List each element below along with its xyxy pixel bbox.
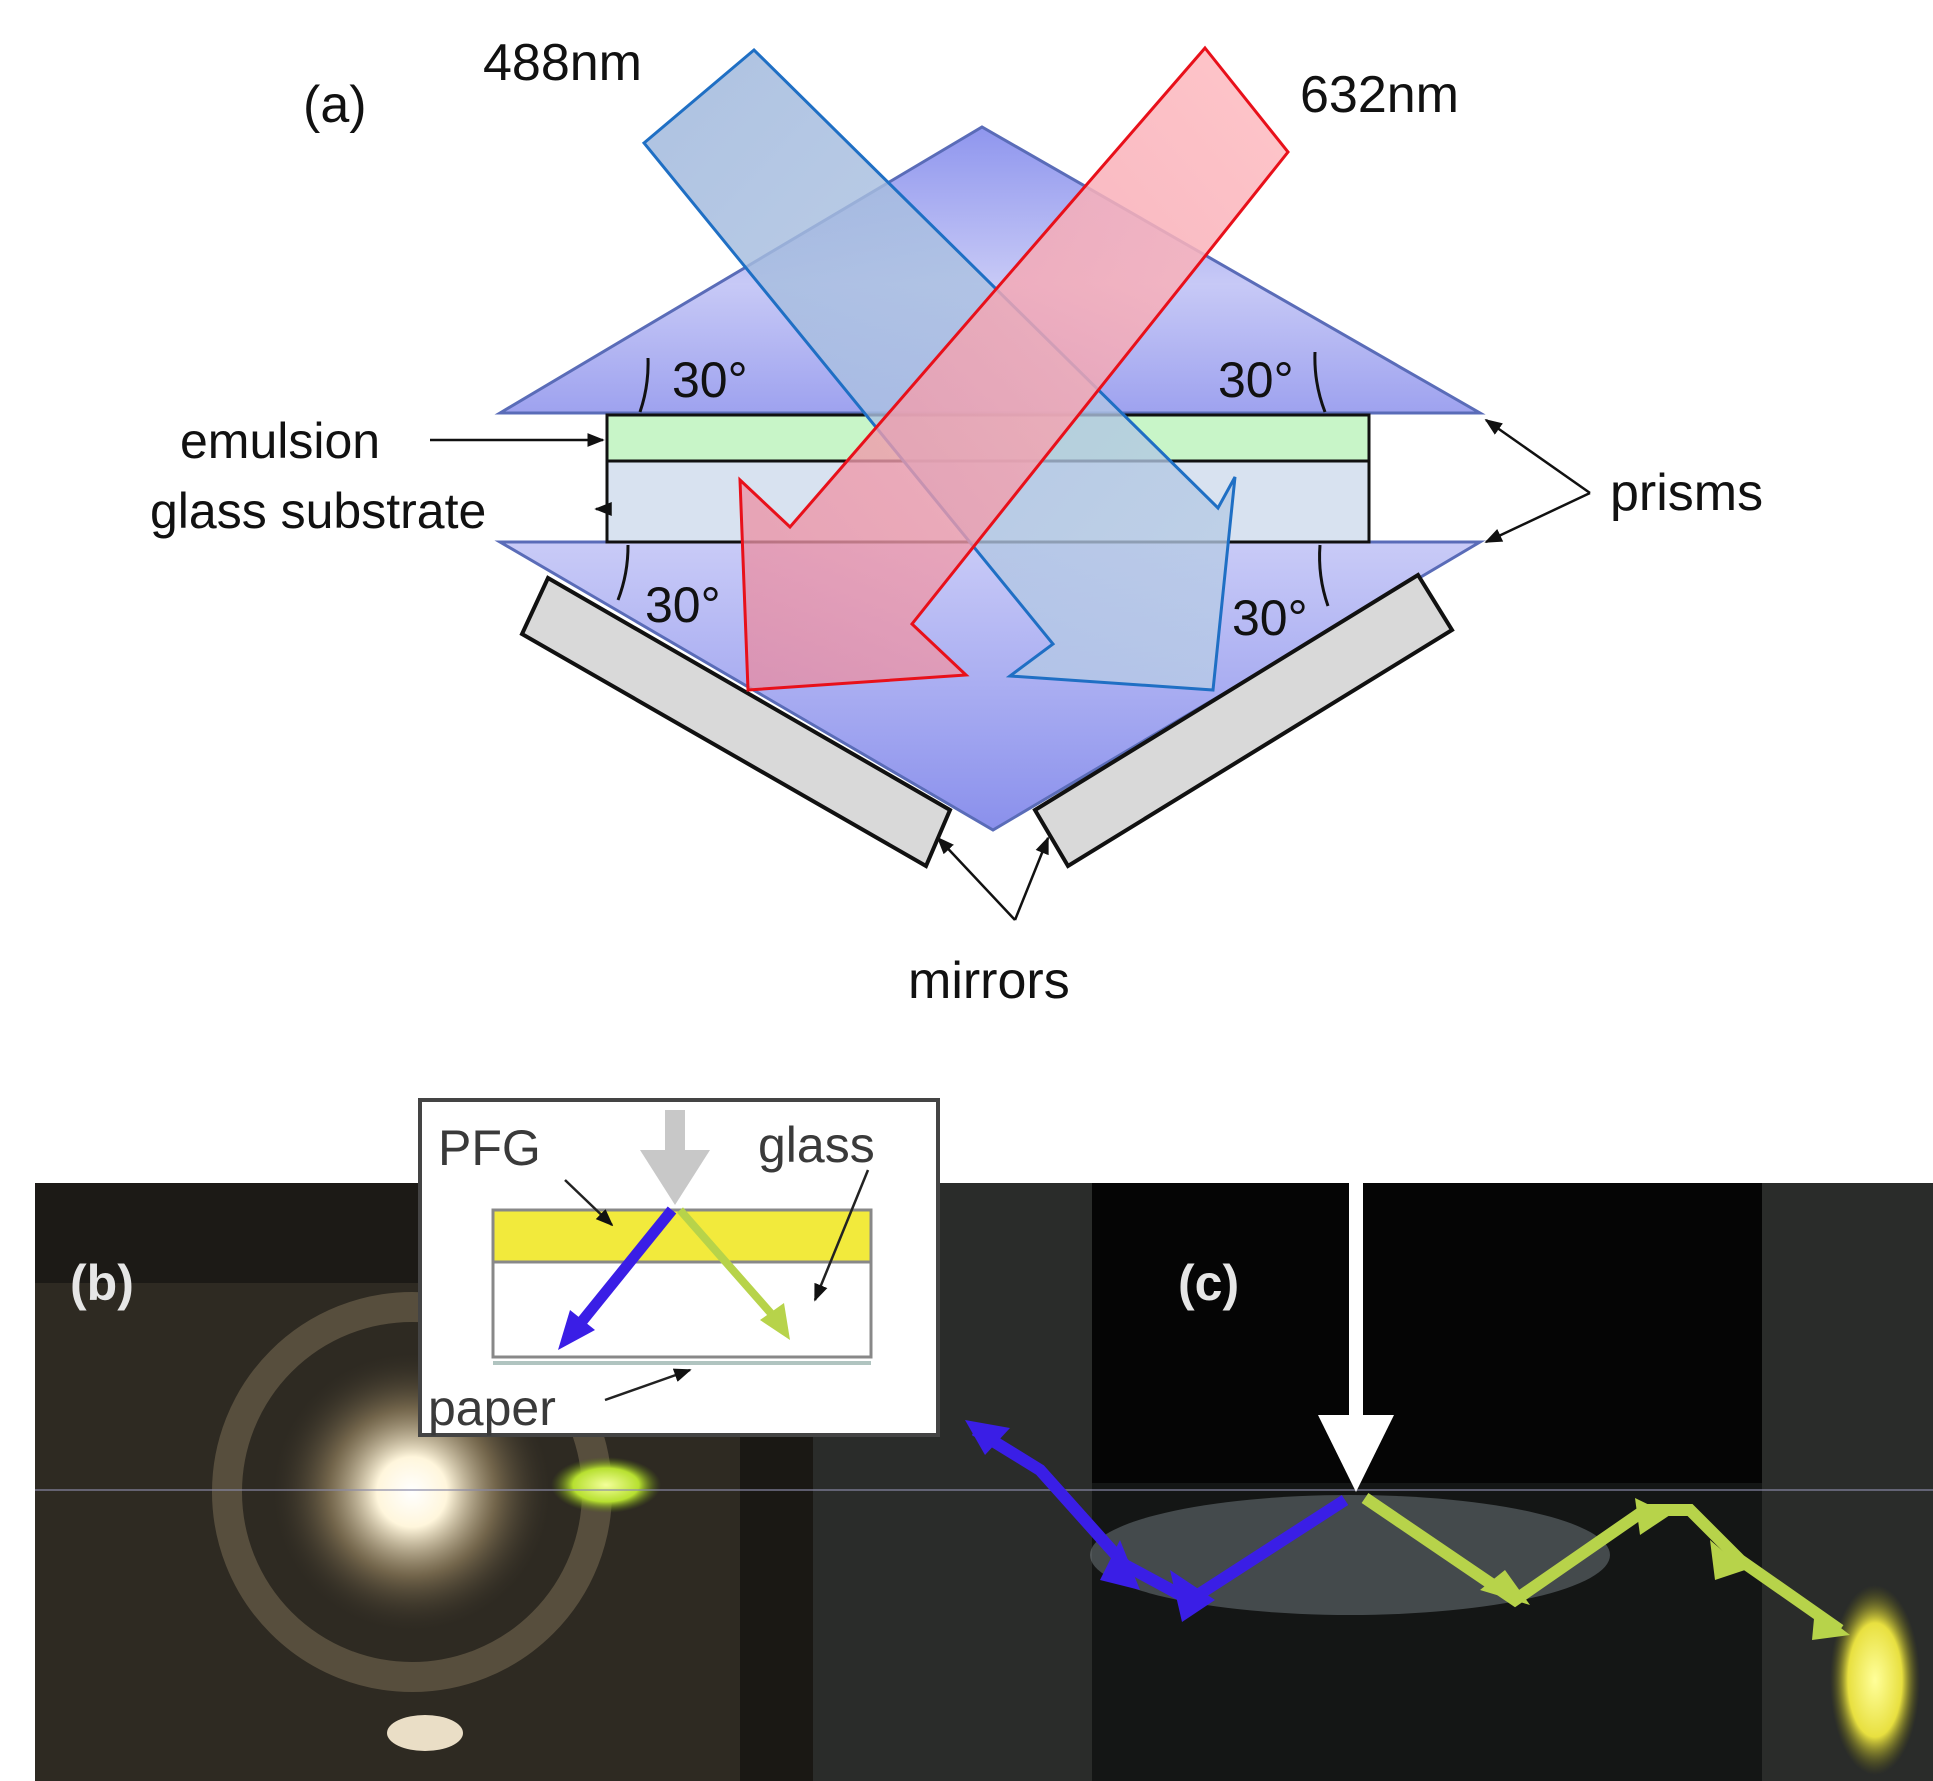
panel-c-dark-region <box>1092 1183 1762 1483</box>
red-beam <box>738 45 1290 692</box>
mirrors-label: mirrors <box>908 952 1070 1010</box>
inset-incident-head <box>640 1150 710 1205</box>
angle-arc-lower-right <box>1318 544 1330 607</box>
green-arrowhead-2 <box>1635 1498 1670 1535</box>
inset-pfg-label: PFG <box>438 1120 541 1176</box>
green-arrowhead-1 <box>1480 1570 1530 1605</box>
angle-arc-upper-right <box>1313 351 1327 413</box>
green-arrowhead-4 <box>1812 1608 1850 1640</box>
red-beam-label: 632nm <box>1300 66 1459 124</box>
blue-beam-label: 488nm <box>483 34 642 92</box>
inset: PFG glass paper <box>418 1098 940 1437</box>
angle-arc-upper-left <box>638 357 650 413</box>
inset-glass-label: glass <box>758 1117 875 1173</box>
green-spot-b <box>551 1457 661 1513</box>
blue-arrowhead-3 <box>965 1420 1010 1455</box>
angle-arc-lower-left <box>616 544 630 601</box>
blue-arrowhead-1 <box>1170 1570 1215 1622</box>
panel-b-label: (b) <box>70 1255 134 1311</box>
angle-label-lower-right: 30° <box>1232 590 1308 646</box>
inset-green-head <box>760 1303 790 1340</box>
mirrors-leader-right <box>1013 836 1050 921</box>
emulsion-label: emulsion <box>180 413 380 469</box>
inset-incident-shaft <box>665 1110 685 1155</box>
inset-paper-leader <box>604 1368 692 1402</box>
left-mirror <box>519 575 953 869</box>
panel-a: (a) 488nm 632nm 30° 30° 30° 30° emulsion… <box>150 34 1763 1010</box>
bottom-glint <box>387 1715 463 1751</box>
inset-pfg-leader <box>564 1179 614 1227</box>
yellow-spot-c <box>1830 1585 1920 1775</box>
panel-c-block <box>1092 1483 1762 1781</box>
inset-glass-leader <box>813 1169 870 1302</box>
panel-c-label: (c) <box>1178 1255 1239 1311</box>
panel-a-label: (a) <box>303 76 367 134</box>
prisms-leader-lower <box>1484 491 1591 544</box>
inset-green-arrow <box>676 1207 779 1321</box>
glass-substrate-label: glass substrate <box>150 483 486 539</box>
inset-blue-arrow <box>570 1206 677 1334</box>
green-arrowhead-3 <box>1710 1540 1745 1580</box>
panel-c: (c) <box>813 1183 1933 1781</box>
mirrors-leader-left <box>936 836 1016 921</box>
panel-c-glow <box>1090 1495 1610 1615</box>
incident-arrow-head <box>1318 1415 1394 1492</box>
angle-label-upper-right: 30° <box>1218 352 1294 408</box>
inset-glass-layer <box>491 1260 873 1359</box>
inset-paper-label: paper <box>428 1380 556 1436</box>
right-mirror <box>1032 572 1455 869</box>
angle-label-upper-left: 30° <box>672 352 748 408</box>
prisms-leader-upper <box>1484 418 1591 495</box>
inset-blue-head <box>558 1310 595 1350</box>
prisms-label: prisms <box>1610 464 1763 522</box>
angle-label-lower-left: 30° <box>645 577 721 633</box>
blue-arrowhead-2 <box>1100 1540 1140 1590</box>
